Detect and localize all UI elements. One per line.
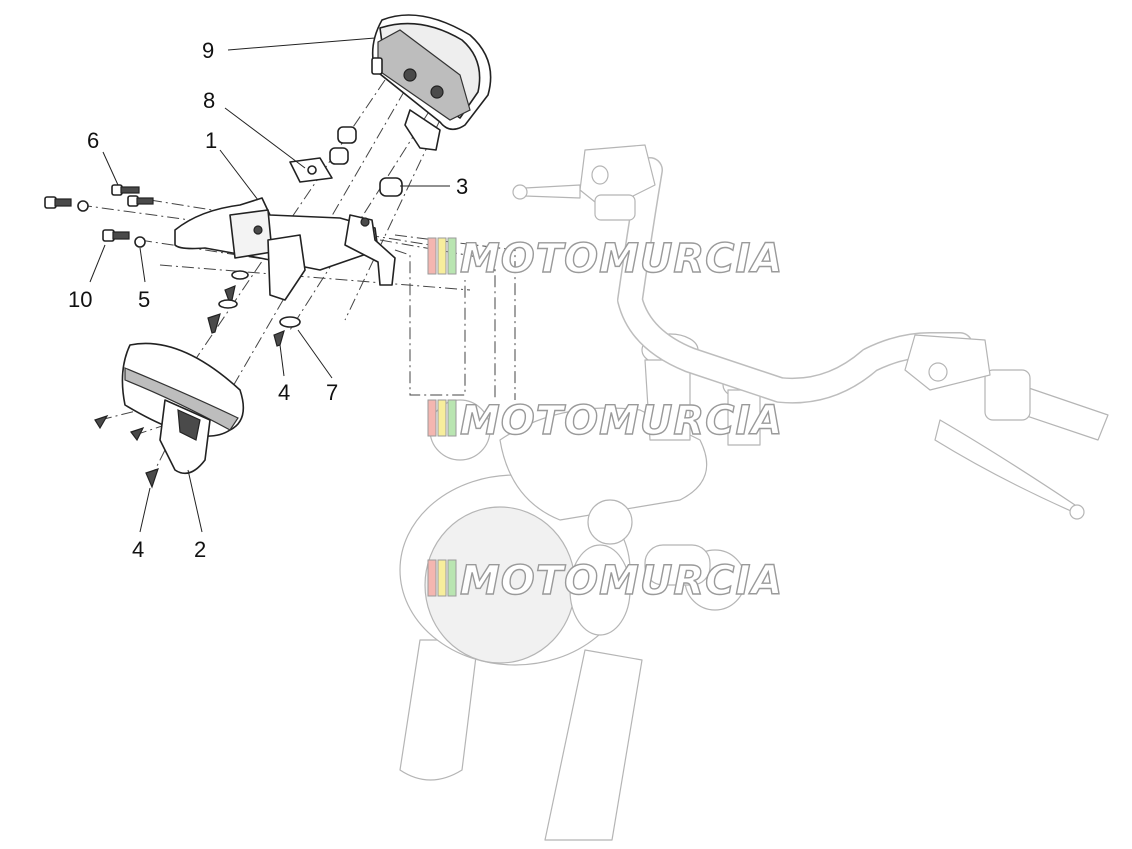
right-fork-tube <box>544 649 643 841</box>
rear-cover <box>121 342 245 475</box>
callout-2: 2 <box>194 537 206 562</box>
callout-9: 9 <box>202 38 214 63</box>
clutch-window <box>591 165 609 185</box>
rubber-spacers <box>329 126 403 197</box>
brake-lever <box>934 419 1081 516</box>
brake-lever-tip <box>1069 504 1085 520</box>
bolt-6a <box>111 184 140 196</box>
handlebar-fill <box>618 158 972 403</box>
callout-4-lower: 4 <box>132 537 144 562</box>
watermark-stripe <box>427 399 437 437</box>
watermark-stripe <box>427 237 437 275</box>
clutch-switch <box>594 194 636 221</box>
washer-5 <box>134 236 146 248</box>
callout-numbers: 9 8 1 6 3 10 5 4 7 4 2 <box>68 38 468 562</box>
callout-4-upper: 4 <box>278 380 290 405</box>
watermark-text: MOTOMURCIA <box>460 236 783 282</box>
clutch-lever <box>524 184 581 199</box>
right-signal-stem <box>644 544 711 586</box>
callout-8: 8 <box>203 88 215 113</box>
watermark-bottom: MOTOMURCIA <box>427 557 783 605</box>
instrument-cluster <box>371 14 492 151</box>
watermark-stripe <box>447 399 457 437</box>
watermark-stripe <box>437 237 447 275</box>
bolts-and-washers <box>44 184 154 248</box>
screws-and-seals <box>94 270 301 489</box>
throttle-housing <box>984 369 1031 421</box>
leader-lines <box>89 37 450 533</box>
watermark-text: MOTOMURCIA <box>460 398 783 444</box>
gasket-plate <box>289 157 333 183</box>
watermark-top: MOTOMURCIA <box>427 235 783 283</box>
washer-a <box>77 200 89 212</box>
callout-3: 3 <box>456 174 468 199</box>
watermark-stripe <box>437 559 447 597</box>
callout-6: 6 <box>87 128 99 153</box>
watermark-stripe <box>447 559 457 597</box>
callout-5: 5 <box>138 287 150 312</box>
clutch-lever-tip <box>512 184 528 200</box>
callout-10: 10 <box>68 287 92 312</box>
callout-1: 1 <box>205 128 217 153</box>
mounting-bracket <box>174 197 396 301</box>
watermark-middle: MOTOMURCIA <box>427 397 783 445</box>
motorcycle-front-ghost <box>399 144 1109 841</box>
headlight-side <box>569 544 631 636</box>
bolt-10a <box>44 196 72 209</box>
front-master-cylinder <box>904 334 991 391</box>
left-fork-tube <box>399 639 479 781</box>
center-bolt <box>587 499 633 545</box>
bolt-6b <box>127 195 154 207</box>
watermark-stripe <box>427 559 437 597</box>
watermark-stripe <box>437 399 447 437</box>
watermark-text: MOTOMURCIA <box>460 558 783 604</box>
bolt-10b <box>102 229 130 242</box>
watermark-stripe <box>447 237 457 275</box>
callout-7: 7 <box>326 380 338 405</box>
reservoir-window <box>928 362 948 382</box>
